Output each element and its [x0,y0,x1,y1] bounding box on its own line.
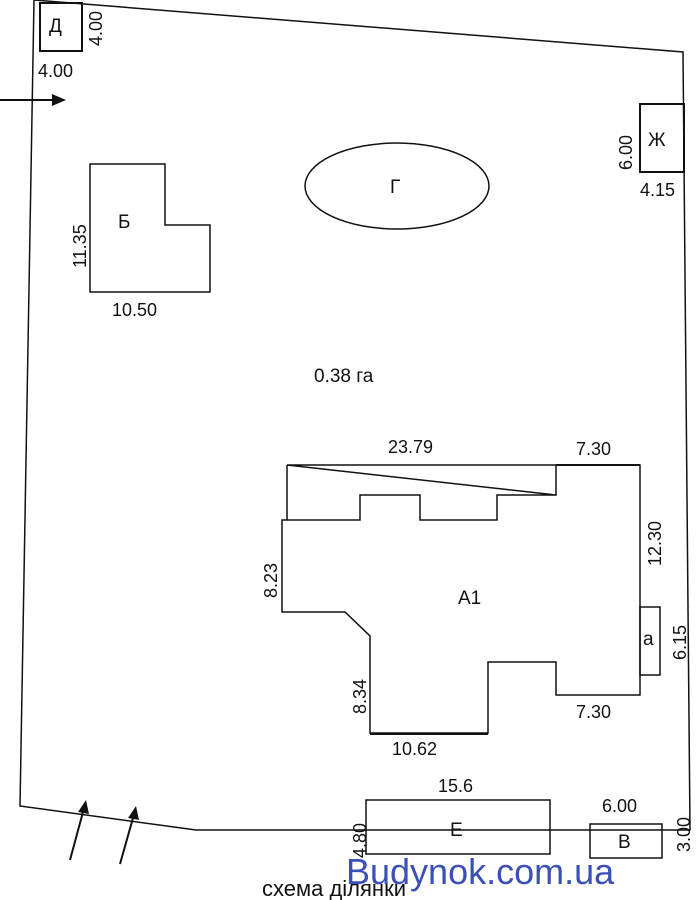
entrance-arrow-icon-bottom-1 [69,800,89,861]
building-v [589,823,663,859]
annex-a [639,606,661,676]
entrance-arrow-icon-bottom-2 [119,806,139,865]
building-a1-dim-top-right: 7.30 [576,439,611,459]
building-a1-dim-bottom-left: 8.34 [350,679,370,714]
building-a1-label: А1 [458,588,481,609]
structure-g [304,142,490,230]
building-zh [639,103,685,173]
building-b-width: 10.50 [112,300,157,320]
building-b-height: 11.35 [70,224,90,268]
building-b-label: Б [118,212,130,233]
plot-area: 0.38 га [314,366,374,387]
structure-g-label: Г [390,177,400,198]
building-zh-height: 6.00 [616,135,636,170]
building-a1-dim-bottom-right: 7.30 [576,702,611,722]
building-e [365,799,551,855]
building-v-label: В [618,832,631,853]
watermark: Budynok.com.ua [346,851,615,892]
building-d-label: Д [49,16,62,37]
building-a1-dim-right: 12.30 [645,521,665,566]
building-e-label: Е [450,820,463,841]
building-a1-dim-bottom: 10.62 [392,739,437,759]
annex-a-height: 6.15 [670,625,690,660]
plan-caption: схема ділянки [262,876,406,900]
building-zh-label: Ж [648,130,666,151]
entrance-arrow-icon [0,94,66,106]
building-b [89,163,211,293]
building-d [39,2,83,52]
building-d-height: 4.00 [86,11,106,46]
building-v-height: 3.00 [674,817,694,852]
building-a1-dim-left: 8.23 [261,563,281,598]
plot-boundary [19,0,691,831]
building-e-height: 4.80 [350,823,370,858]
building-a1-dim-top: 23.79 [388,437,433,457]
building-d-width: 4.00 [38,61,73,81]
building-v-width: 6.00 [602,796,637,816]
building-e-width: 15.6 [438,776,473,796]
building-zh-width: 4.15 [640,180,675,200]
annex-a-label: а [643,629,654,650]
